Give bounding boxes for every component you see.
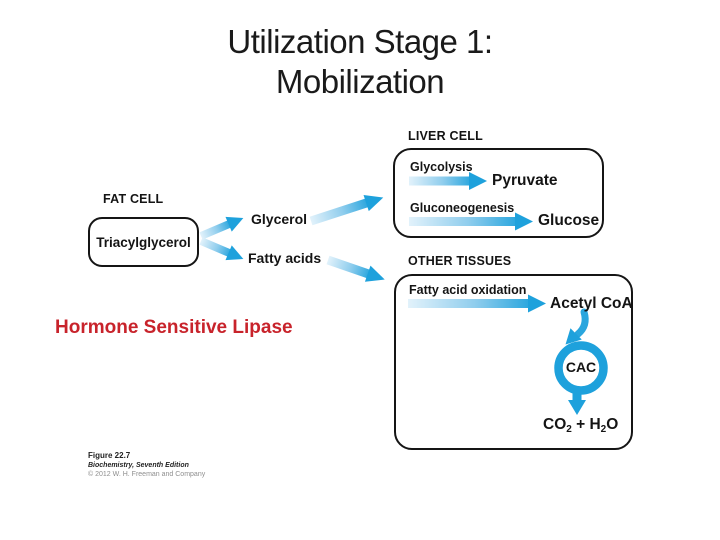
liver-cell-label: LIVER CELL: [408, 129, 483, 143]
glycerol-label: Glycerol: [251, 211, 308, 227]
slide-title: Utilization Stage 1: Mobilization: [0, 22, 720, 102]
co2-h2o-label: CO2 + H2O: [543, 416, 618, 435]
pyruvate-label: Pyruvate: [492, 172, 558, 189]
plus-h-part: + H: [571, 416, 601, 433]
co2-part: CO: [543, 416, 567, 433]
arrow-glycerol-to-liver-icon: [309, 194, 384, 226]
arrow-tag-to-fattyacids-icon: [199, 237, 244, 261]
hormone-sensitive-lipase-label: Hormone Sensitive Lipase: [55, 317, 293, 338]
acetyl-coa-label: Acetyl CoA: [550, 295, 633, 312]
arrow-fattyacids-to-tissues-icon: [326, 255, 385, 282]
figure-copyright: © 2012 W. H. Freeman and Company: [88, 471, 206, 478]
fatty-acids-label: Fatty acids: [248, 250, 322, 266]
glycolysis-label: Glycolysis: [410, 160, 473, 174]
glucose-label: Glucose: [538, 212, 600, 229]
arrow-tag-to-glycerol-icon: [199, 216, 244, 240]
figure-caption: Figure 22.7 Biochemistry, Seventh Editio…: [88, 451, 205, 479]
slide-title-line1: Utilization Stage 1:: [227, 23, 493, 60]
liver-cell-box: [393, 148, 604, 238]
other-tissues-label: OTHER TISSUES: [408, 254, 512, 268]
figure-book-title: Biochemistry, Seventh Edition: [88, 462, 189, 469]
fatty-acid-oxidation-label: Fatty acid oxidation: [409, 283, 527, 297]
figure-number: Figure 22.7: [88, 451, 131, 460]
slide-title-line2: Mobilization: [275, 63, 445, 100]
other-tissues-box: [394, 274, 633, 450]
o-part: O: [606, 416, 619, 433]
cac-label: CAC: [565, 359, 597, 375]
triacylglycerol-label: Triacylglycerol: [96, 234, 191, 250]
h2o-sub: 2: [600, 424, 607, 435]
fat-cell-label: FAT CELL: [103, 192, 164, 206]
gluconeogenesis-label: Gluconeogenesis: [410, 201, 515, 215]
fat-cell-box: [88, 217, 199, 267]
co2-sub: 2: [566, 424, 572, 435]
